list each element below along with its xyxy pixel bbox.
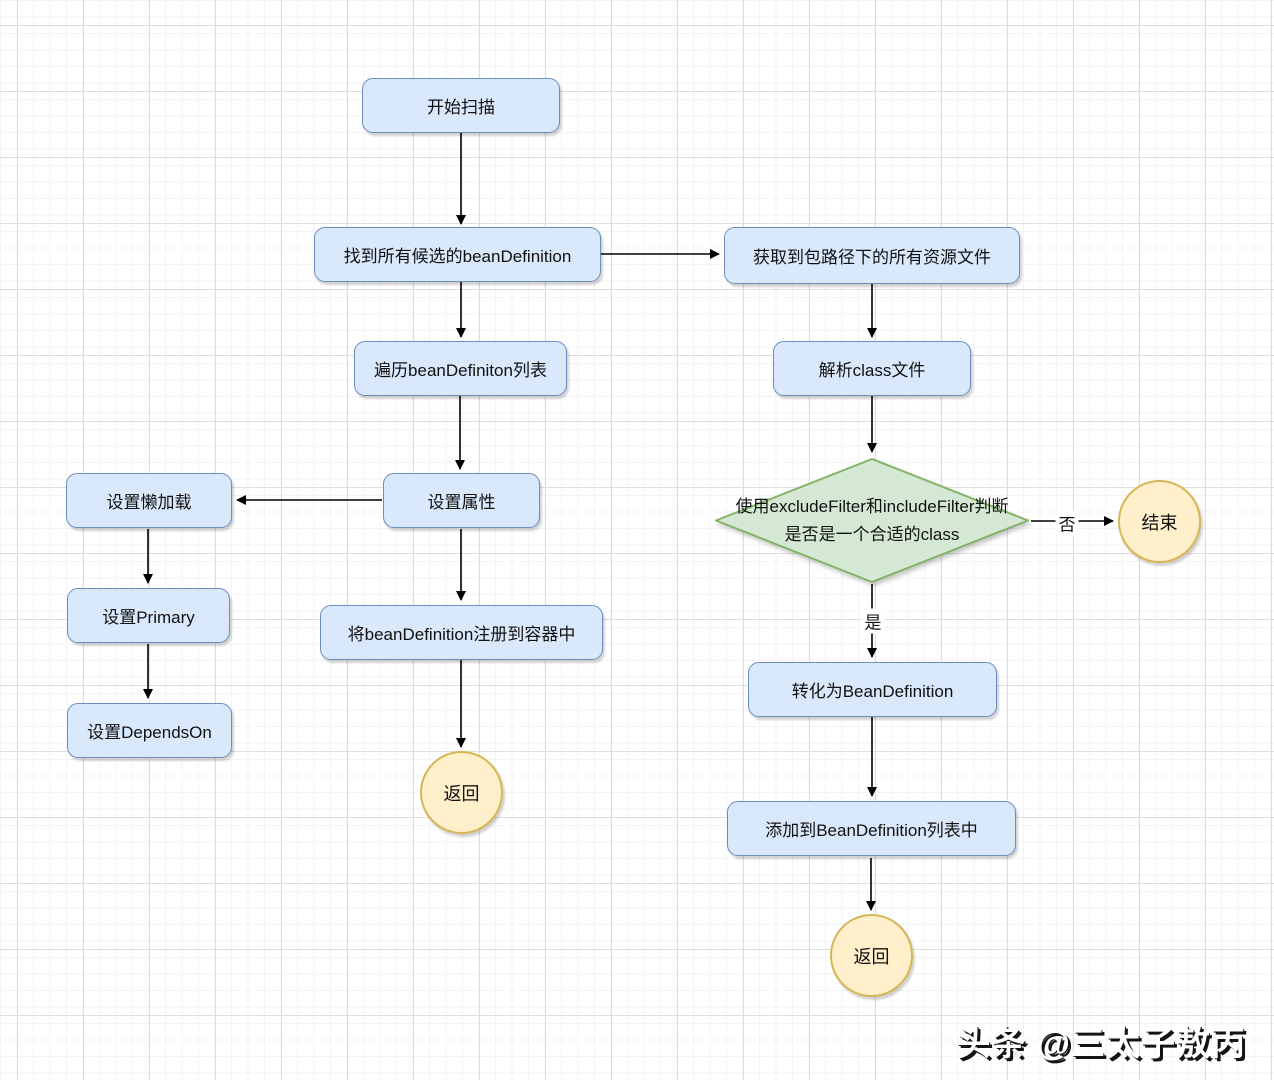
- node-label: 结束: [1141, 512, 1178, 533]
- node-label: 找到所有候选的beanDefinition: [343, 247, 572, 266]
- node-label: 转化为BeanDefinition: [791, 682, 954, 701]
- node-set-primary: 设置Primary: [67, 588, 230, 643]
- node-label: 设置Primary: [102, 608, 195, 627]
- node-label: 设置懒加载: [106, 493, 192, 512]
- node-label: 返回: [443, 783, 480, 804]
- node-decision-filter: 使用excludeFilter和includeFilter判断 是否是一个合适的…: [714, 457, 1030, 584]
- node-get-resources: 获取到包路径下的所有资源文件: [724, 227, 1020, 284]
- node-register-bean: 将beanDefinition注册到容器中: [320, 605, 603, 660]
- decision-label-line1: 使用excludeFilter和includeFilter判断: [735, 496, 1009, 516]
- node-return-middle: 返回: [420, 751, 503, 834]
- node-label: 返回: [853, 946, 890, 967]
- node-set-depends-on: 设置DependsOn: [67, 703, 232, 758]
- node-set-properties: 设置属性: [383, 473, 540, 528]
- node-parse-class: 解析class文件: [773, 341, 971, 396]
- node-find-candidates: 找到所有候选的beanDefinition: [314, 227, 601, 282]
- node-start-scan: 开始扫描: [362, 78, 560, 133]
- decision-label: 使用excludeFilter和includeFilter判断 是否是一个合适的…: [735, 493, 1008, 549]
- node-label: 添加到BeanDefinition列表中: [765, 821, 978, 840]
- node-label: 解析class文件: [818, 361, 926, 380]
- decision-label-line2: 是否是一个合适的class: [784, 524, 960, 544]
- node-return-right: 返回: [830, 914, 913, 997]
- node-label: 获取到包路径下的所有资源文件: [753, 248, 991, 267]
- node-label: 将beanDefinition注册到容器中: [347, 625, 576, 644]
- watermark: 头条 @三太子敖丙: [956, 1025, 1246, 1063]
- edge-label-no: 否: [1055, 510, 1079, 536]
- diamond-shape: [715, 458, 1029, 583]
- node-label: 设置DependsOn: [87, 723, 212, 742]
- node-iterate-list: 遍历beanDefiniton列表: [354, 341, 567, 396]
- node-add-to-list: 添加到BeanDefinition列表中: [727, 801, 1016, 856]
- node-convert-bean: 转化为BeanDefinition: [748, 662, 997, 717]
- node-label: 遍历beanDefiniton列表: [374, 361, 547, 380]
- node-label: 开始扫描: [427, 98, 495, 117]
- node-end: 结束: [1118, 480, 1201, 563]
- node-label: 设置属性: [427, 493, 496, 512]
- node-set-lazy: 设置懒加载: [66, 473, 232, 528]
- edge-label-yes: 是: [861, 608, 885, 634]
